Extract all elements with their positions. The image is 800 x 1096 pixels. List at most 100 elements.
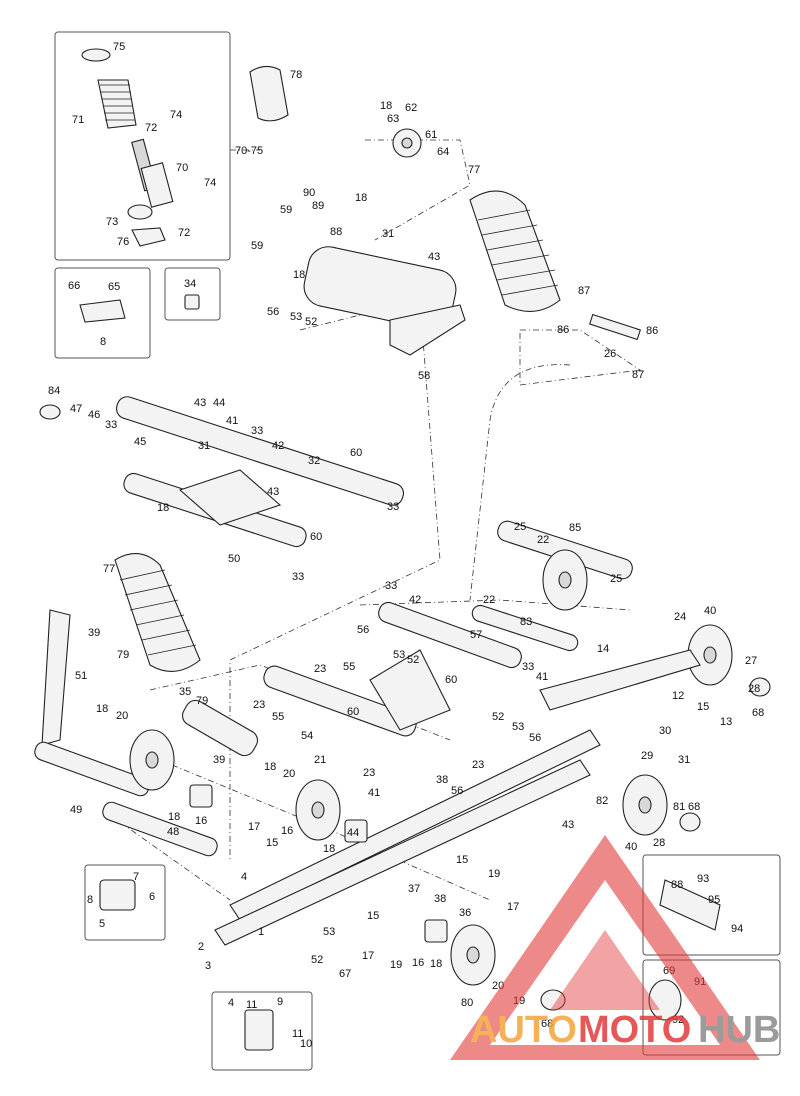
part-callout: 17 (248, 821, 260, 833)
part-callout: 64 (437, 146, 449, 158)
fittings (39, 294, 771, 1051)
part-callout: 2 (198, 941, 204, 953)
part-callout: 52 (407, 654, 419, 666)
part-callout: 95 (708, 894, 720, 906)
part-callout: 70-75 (235, 145, 263, 157)
part-callout: 4 (241, 871, 247, 883)
part-callout: 58 (418, 370, 430, 382)
part-callout: 23 (363, 767, 375, 779)
part-callout: 32 (308, 455, 320, 467)
part-callout: 3 (205, 960, 211, 972)
part-callout: 33 (105, 419, 117, 431)
part-callout: 86 (646, 325, 658, 337)
part-callout: 68 (688, 801, 700, 813)
part-callout: 44 (347, 827, 359, 839)
part-callout: 43 (562, 819, 574, 831)
part-callout: 15 (697, 701, 709, 713)
part-callout: 70 (176, 162, 188, 174)
part-callout: 88 (671, 879, 683, 891)
assembly-line (109, 814, 231, 901)
part-callout: 42 (409, 594, 421, 606)
inset-box-hanger (211, 991, 313, 1071)
part-callout: 88 (330, 226, 342, 238)
part-callout: 50 (228, 553, 240, 565)
part-callout: 53 (323, 926, 335, 938)
part-callout: 11 (246, 999, 257, 1011)
part-callout: 38 (436, 774, 448, 786)
part-callout: 43 (428, 251, 440, 263)
part-callout: 12 (672, 690, 684, 702)
part-callout: 46 (88, 409, 100, 421)
part-callout: 19 (390, 959, 402, 971)
inset-box-fitting (164, 267, 221, 321)
part-callout: 20 (116, 710, 128, 722)
front-arm (41, 609, 71, 746)
part-callout: 18 (380, 100, 392, 112)
part-callout: 60 (310, 531, 322, 543)
part-callout: 9 (277, 996, 283, 1008)
part-callout: 28 (653, 837, 665, 849)
part-callout: 71 (72, 114, 84, 126)
part-callout: 56 (529, 732, 541, 744)
part-callout: 18 (430, 958, 442, 970)
part-callout: 52 (311, 954, 323, 966)
part-callout: 13 (720, 716, 732, 728)
part-callout: 49 (70, 804, 82, 816)
shock-spring-inset (81, 48, 174, 247)
part-callout: 65 (108, 281, 120, 293)
assembly-line (469, 364, 571, 601)
part-callout: 75 (113, 41, 125, 53)
part-callout: 80 (461, 997, 473, 1009)
part-callout: 76 (117, 236, 129, 248)
part-callout: 87 (632, 369, 644, 381)
part-callout: 18 (293, 269, 305, 281)
part-callout: 40 (625, 841, 637, 853)
part-callout: 15 (367, 910, 379, 922)
part-callout: 18 (168, 811, 180, 823)
part-callout: 26 (604, 348, 616, 360)
part-callout: 47 (70, 403, 82, 415)
part-callout: 39 (88, 627, 100, 639)
part-callout: 15 (456, 854, 468, 866)
part-callout: 61 (425, 129, 437, 141)
part-callout: 79 (196, 695, 208, 707)
part-callout: 68 (541, 1018, 553, 1030)
part-callout: 18 (355, 192, 367, 204)
inset-box-shock-detail (54, 31, 231, 261)
part-callout: 53 (512, 721, 524, 733)
part-callout: 62 (405, 102, 417, 114)
part-callout: 14 (597, 643, 609, 655)
middle-cross-arm (115, 396, 405, 548)
part-callout: 48 (167, 826, 179, 838)
brand-logo: AUTO MOTO HUB (450, 835, 780, 1060)
part-callout: 33 (292, 571, 304, 583)
logo-text-hub: HUB (698, 1009, 780, 1051)
part-callout: 39 (213, 754, 225, 766)
part-callout: 16 (195, 815, 207, 827)
part-callout: 37 (408, 883, 420, 895)
part-callout: 92 (672, 1014, 684, 1026)
part-callout: 73 (106, 216, 118, 228)
slide-rails (214, 649, 701, 946)
part-callout: 16 (281, 825, 293, 837)
part-callout: 93 (697, 873, 709, 885)
logo-text-moto: MOTO (578, 1009, 691, 1051)
part-callout: 89 (312, 200, 324, 212)
part-callout: 35 (179, 686, 191, 698)
part-callout: 60 (350, 447, 362, 459)
part-callout: 23 (253, 699, 265, 711)
part-callout: 17 (362, 950, 374, 962)
part-callout: 22 (537, 534, 549, 546)
part-callout: 23 (472, 759, 484, 771)
part-callout: 57 (470, 629, 482, 641)
part-callout: 94 (731, 923, 743, 935)
part-callout: 52 (305, 316, 317, 328)
part-callout: 31 (198, 440, 210, 452)
part-callout: 33 (385, 580, 397, 592)
part-callout: 22 (483, 594, 495, 606)
part-callout: 4 (228, 997, 234, 1009)
part-callout: 33 (387, 501, 399, 513)
part-callout: 18 (96, 703, 108, 715)
